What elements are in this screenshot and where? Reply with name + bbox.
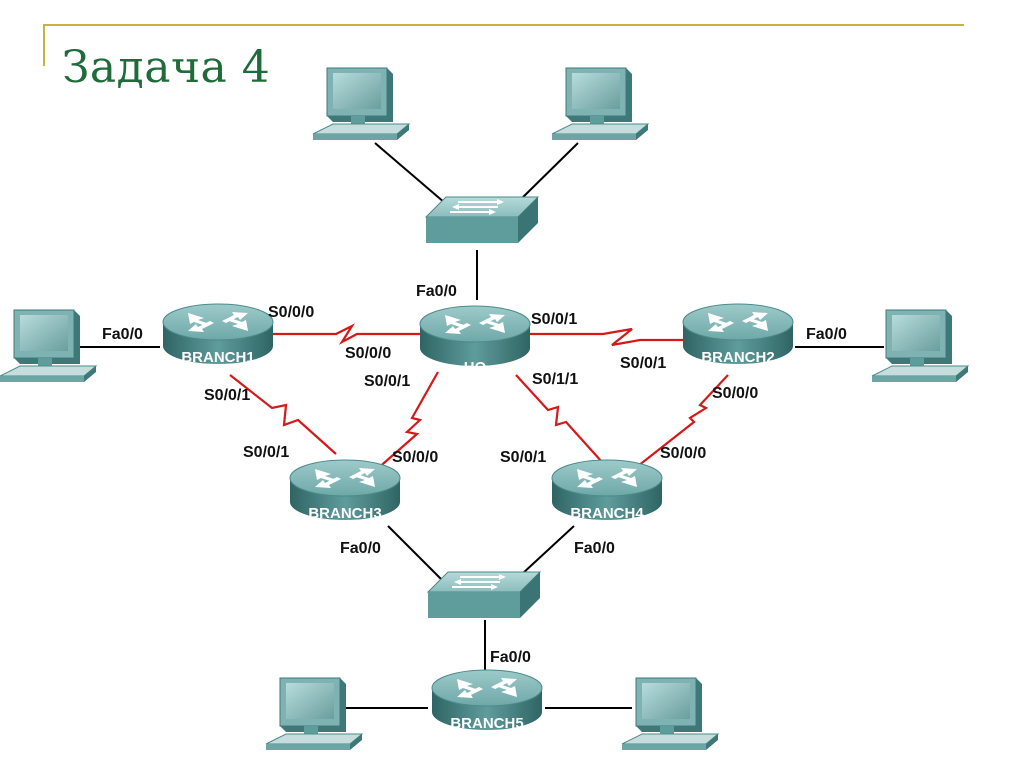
title-accent-bracket — [43, 24, 45, 66]
serial-link-branch1-hq — [272, 323, 420, 345]
label-b2-fa00: Fa0/0 — [806, 326, 847, 343]
title-accent-line — [43, 24, 964, 26]
serial-link-branch1-branch3 — [229, 374, 337, 455]
router-branch4-name: BRANCH4 — [570, 505, 644, 522]
router-branch1-name: BRANCH1 — [181, 349, 254, 366]
serial-link-hq-branch3 — [375, 371, 439, 471]
pc-hq-right — [551, 67, 649, 141]
label-b2-s000: S0/0/0 — [712, 385, 758, 402]
label-b1-s000: S0/0/0 — [268, 304, 314, 321]
label-hq-s001-down: S0/0/1 — [364, 373, 410, 390]
link-hq-switch-pc1 — [374, 142, 446, 204]
label-b4-fa00: Fa0/0 — [574, 540, 615, 557]
serial-link-branch2-branch4 — [637, 374, 729, 467]
label-b4-s000: S0/0/0 — [660, 445, 706, 462]
label-hq-s001-right: S0/0/1 — [531, 311, 577, 328]
label-b3-s000: S0/0/0 — [392, 449, 438, 466]
slide-title: Задача 4 — [62, 42, 271, 93]
label-hq-s000: S0/0/0 — [345, 345, 391, 362]
label-b3-s001: S0/0/1 — [243, 444, 289, 461]
router-branch2-name: BRANCH2 — [701, 349, 774, 366]
router-branch5-name: BRANCH5 — [450, 715, 523, 732]
serial-link-hq-branch4 — [515, 374, 603, 463]
label-b1-fa00: Fa0/0 — [102, 326, 143, 343]
pc-hq-left — [312, 67, 410, 141]
label-hq-fa00: Fa0/0 — [416, 283, 457, 300]
label-hq-s011: S0/1/1 — [532, 371, 578, 388]
pc-branch5-left — [265, 677, 363, 751]
branch-lan-switch — [427, 571, 541, 619]
label-b4-s001: S0/0/1 — [500, 449, 546, 466]
pc-branch5-right — [621, 677, 719, 751]
label-b5-fa00: Fa0/0 — [490, 649, 531, 666]
label-b3-fa00: Fa0/0 — [340, 540, 381, 557]
router-branch3-name: BRANCH3 — [308, 505, 381, 522]
serial-link-hq-branch2 — [530, 327, 692, 347]
pc-branch2 — [871, 309, 969, 383]
link-branch3-switch — [387, 525, 451, 589]
label-b2-s001: S0/0/1 — [620, 355, 666, 372]
label-b1-s001: S0/0/1 — [204, 387, 250, 404]
link-branch4-switch — [521, 525, 575, 575]
router-hq — [419, 305, 531, 367]
link-hq-switch-pc2 — [516, 142, 579, 204]
router-hq-name: HQ — [464, 359, 487, 376]
hq-lan-switch — [425, 196, 539, 244]
